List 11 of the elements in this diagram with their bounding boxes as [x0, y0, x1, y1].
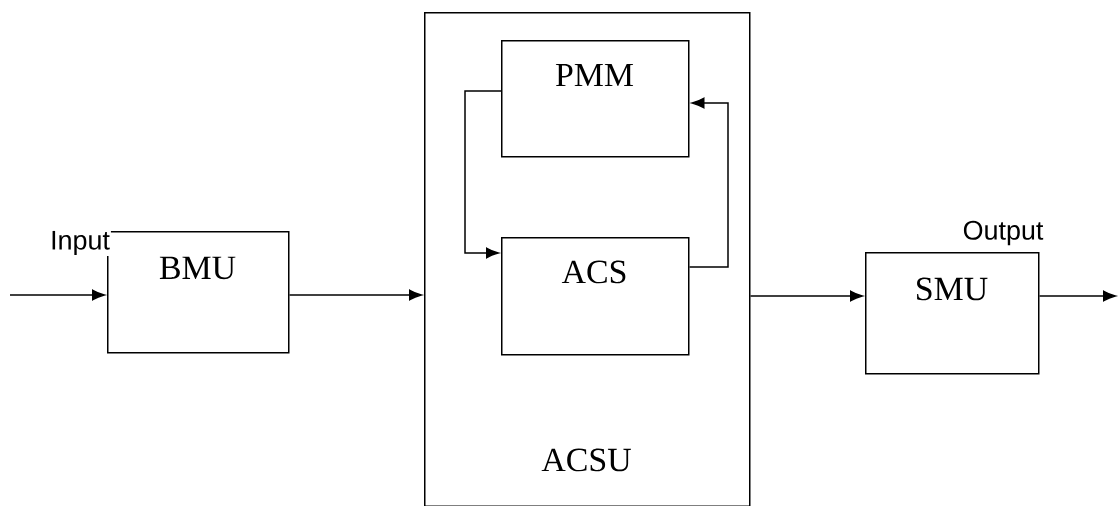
process-box: PMM	[501, 40, 690, 158]
arrow	[749, 290, 863, 302]
edge-label: Output	[961, 219, 1045, 247]
process-box: ACS	[501, 237, 690, 356]
arrow	[9, 289, 105, 301]
arrow	[688, 97, 729, 268]
arrow	[1038, 290, 1116, 302]
arrow	[288, 289, 422, 301]
process-box: SMU	[865, 252, 1040, 375]
edge-label: Input	[49, 229, 111, 257]
arrow	[464, 90, 502, 259]
